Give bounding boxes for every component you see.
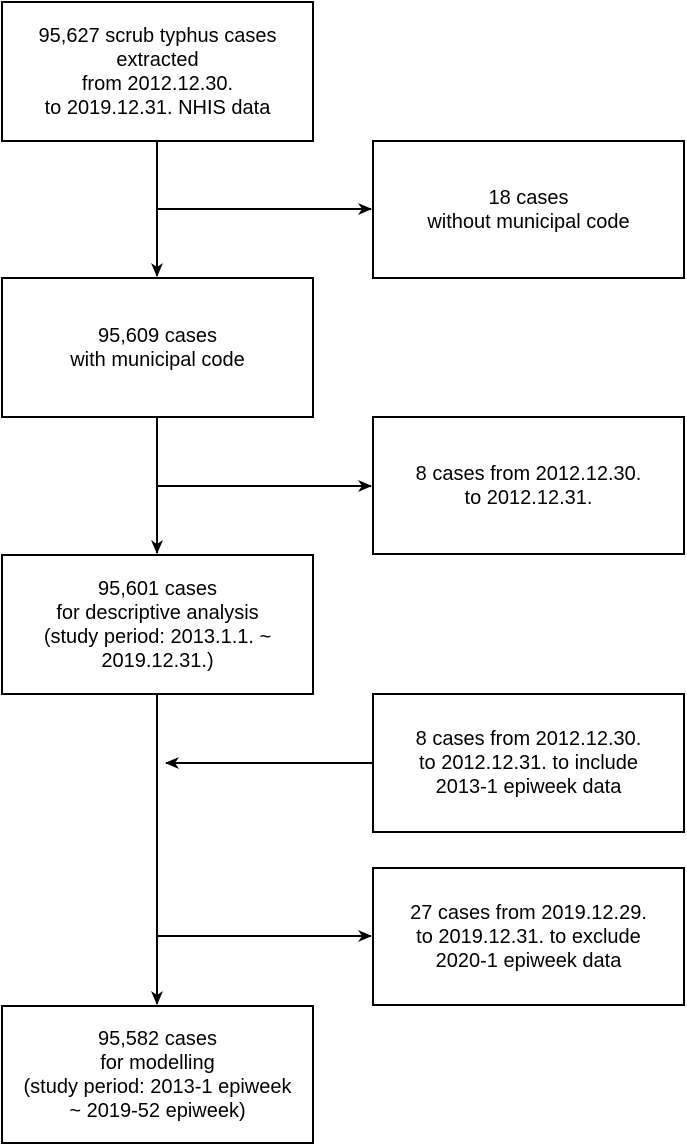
box-exclude-epiweek: 27 cases from 2019.12.29. to 2019.12.31.… (372, 867, 685, 1006)
box-with-municipal-code-text: 95,609 cases with municipal code (70, 324, 245, 371)
box-descriptive-analysis-text: 95,601 cases for descriptive analysis (s… (43, 577, 272, 672)
box-extracted-cases: 95,627 scrub typhus cases extracted from… (1, 1, 314, 142)
box-exclude-epiweek-text: 27 cases from 2019.12.29. to 2019.12.31.… (410, 901, 647, 972)
box-with-municipal-code: 95,609 cases with municipal code (1, 277, 314, 418)
box-without-municipal-code: 18 cases without municipal code (372, 140, 685, 279)
box-extracted-cases-text: 95,627 scrub typhus cases extracted from… (38, 24, 277, 119)
box-include-epiweek-text: 8 cases from 2012.12.30. to 2012.12.31. … (415, 728, 642, 798)
box-descriptive-analysis: 95,601 cases for descriptive analysis (s… (1, 554, 314, 695)
box-excluded-dates: 8 cases from 2012.12.30. to 2012.12.31. (372, 416, 685, 555)
box-without-municipal-code-text: 18 cases without municipal code (427, 186, 630, 233)
box-modelling: 95,582 cases for modelling (study period… (1, 1005, 314, 1144)
box-excluded-dates-text: 8 cases from 2012.12.30. to 2012.12.31. (415, 462, 642, 509)
box-include-epiweek: 8 cases from 2012.12.30. to 2012.12.31. … (372, 693, 685, 833)
box-modelling-text: 95,582 cases for modelling (study period… (23, 1027, 292, 1122)
